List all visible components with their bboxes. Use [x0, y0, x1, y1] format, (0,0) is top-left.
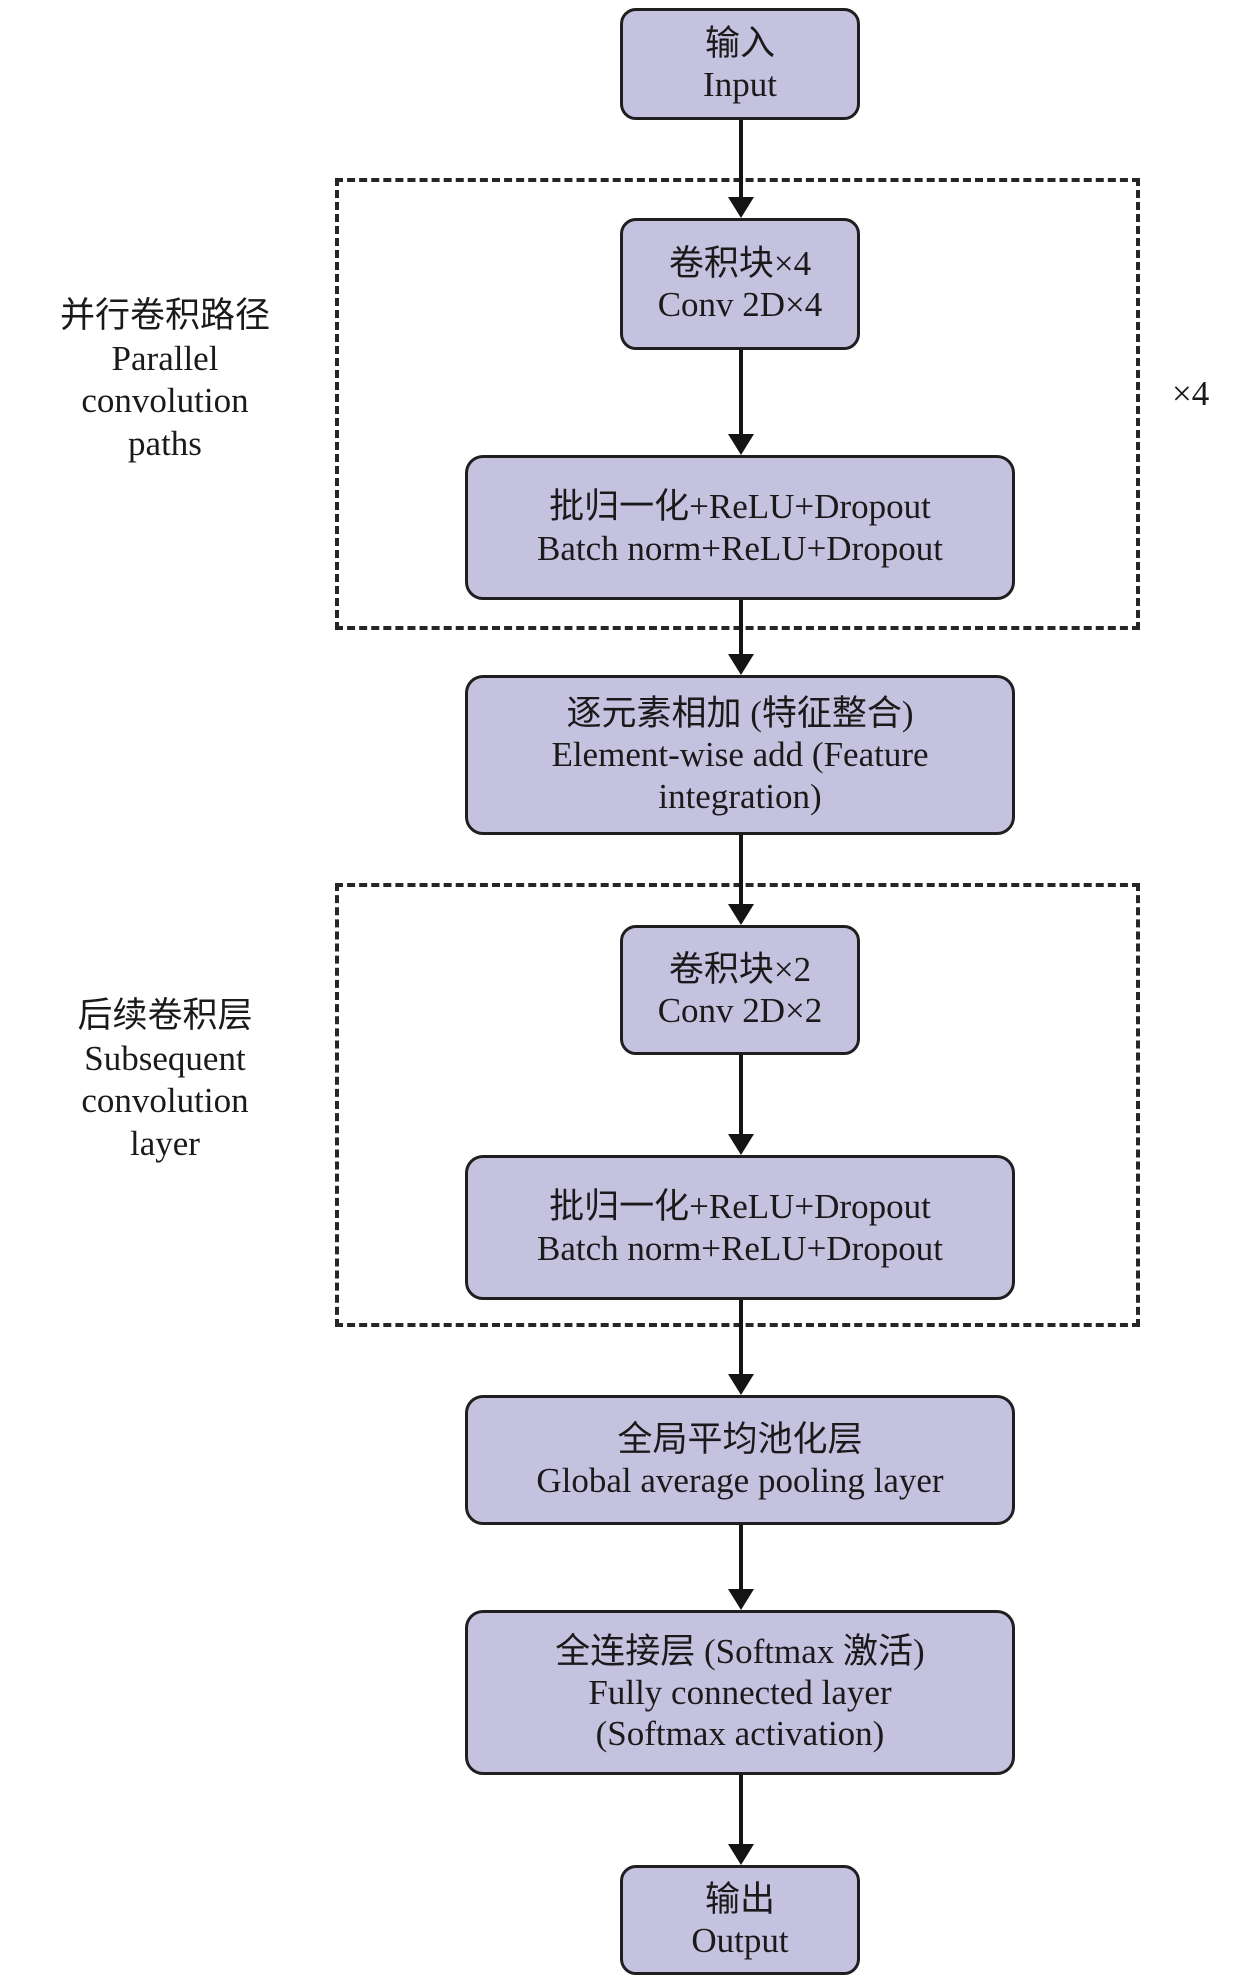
side-label-subsequent-en-3: layer	[130, 1124, 200, 1164]
node-fully-connected-en-2: (Softmax activation)	[595, 1714, 885, 1754]
node-batch-norm-1-en: Batch norm+ReLU+Dropout	[537, 528, 943, 568]
node-element-wise-add[interactable]: 逐元素相加 (特征整合) Element-wise add (Feature i…	[465, 675, 1015, 835]
node-global-average-pooling-layer[interactable]: 全局平均池化层 Global average pooling layer	[465, 1395, 1015, 1525]
arrow-batch-norm-1-to-element-wise-add	[728, 600, 754, 675]
node-batch-norm-2-en: Batch norm+ReLU+Dropout	[537, 1228, 943, 1268]
node-global-avg-pool-zh: 全局平均池化层	[617, 1419, 863, 1459]
arrow-batch-norm-2-to-global-avg-pool	[728, 1300, 754, 1395]
node-conv-block-x2[interactable]: 卷积块×2 Conv 2D×2	[620, 925, 860, 1055]
group-box-parallel-convolution-paths	[335, 178, 1140, 630]
side-label-parallel-en-3: paths	[128, 424, 202, 464]
side-label-subsequent-convolution-layer: 后续卷积层 Subsequent convolution layer	[20, 995, 310, 1166]
node-batch-norm-2-zh: 批归一化+ReLU+Dropout	[549, 1187, 931, 1227]
side-label-parallel-en-2: convolution	[81, 381, 249, 421]
side-label-parallel-en-1: Parallel	[111, 338, 219, 378]
node-global-avg-pool-en: Global average pooling layer	[536, 1461, 944, 1500]
annotation-repeat-multiplier: ×4	[1172, 374, 1210, 413]
node-element-wise-add-en-2: integration)	[658, 776, 822, 816]
arrow-conv-block-4-to-batch-norm-1	[728, 350, 754, 455]
node-output[interactable]: 输出 Output	[620, 1865, 860, 1975]
node-conv-block-x4[interactable]: 卷积块×4 Conv 2D×4	[620, 218, 860, 350]
node-output-zh: 输出	[704, 1879, 775, 1919]
side-label-subsequent-en-1: Subsequent	[84, 1038, 246, 1078]
side-label-subsequent-en-2: convolution	[81, 1081, 249, 1121]
node-conv-block-x2-zh: 卷积块×2	[668, 949, 812, 989]
node-conv-block-x2-en: Conv 2D×2	[657, 991, 823, 1030]
node-batch-norm-relu-dropout-1[interactable]: 批归一化+ReLU+Dropout Batch norm+ReLU+Dropou…	[465, 455, 1015, 600]
node-batch-norm-1-zh: 批归一化+ReLU+Dropout	[549, 487, 931, 527]
arrow-conv-block-2-to-batch-norm-2	[728, 1055, 754, 1155]
node-output-en: Output	[691, 1921, 789, 1960]
node-conv-block-x4-zh: 卷积块×4	[668, 243, 812, 283]
node-input-en: Input	[703, 65, 777, 104]
node-batch-norm-relu-dropout-2[interactable]: 批归一化+ReLU+Dropout Batch norm+ReLU+Dropou…	[465, 1155, 1015, 1300]
side-label-subsequent-zh: 后续卷积层	[77, 996, 253, 1035]
node-fully-connected-en-1: Fully connected layer	[588, 1672, 892, 1712]
group-box-subsequent-convolution-layer	[335, 883, 1140, 1327]
node-element-wise-add-en-1: Element-wise add (Feature	[551, 735, 929, 775]
node-input-zh: 输入	[704, 23, 775, 63]
node-fully-connected-layer[interactable]: 全连接层 (Softmax 激活) Fully connected layer …	[465, 1610, 1015, 1775]
node-conv-block-x4-en: Conv 2D×4	[657, 285, 823, 324]
side-label-parallel-zh: 并行卷积路径	[59, 296, 270, 335]
arrow-fully-connected-to-output	[728, 1775, 754, 1865]
arrow-global-avg-pool-to-fully-connected	[728, 1525, 754, 1610]
node-input[interactable]: 输入 Input	[620, 8, 860, 120]
arrow-input-to-conv-block-4	[728, 120, 754, 218]
node-fully-connected-zh: 全连接层 (Softmax 激活)	[555, 1631, 925, 1671]
node-element-wise-add-zh: 逐元素相加 (特征整合)	[566, 694, 914, 734]
side-label-parallel-convolution-paths: 并行卷积路径 Parallel convolution paths	[20, 295, 310, 466]
arrow-element-wise-add-to-conv-block-2	[728, 835, 754, 925]
